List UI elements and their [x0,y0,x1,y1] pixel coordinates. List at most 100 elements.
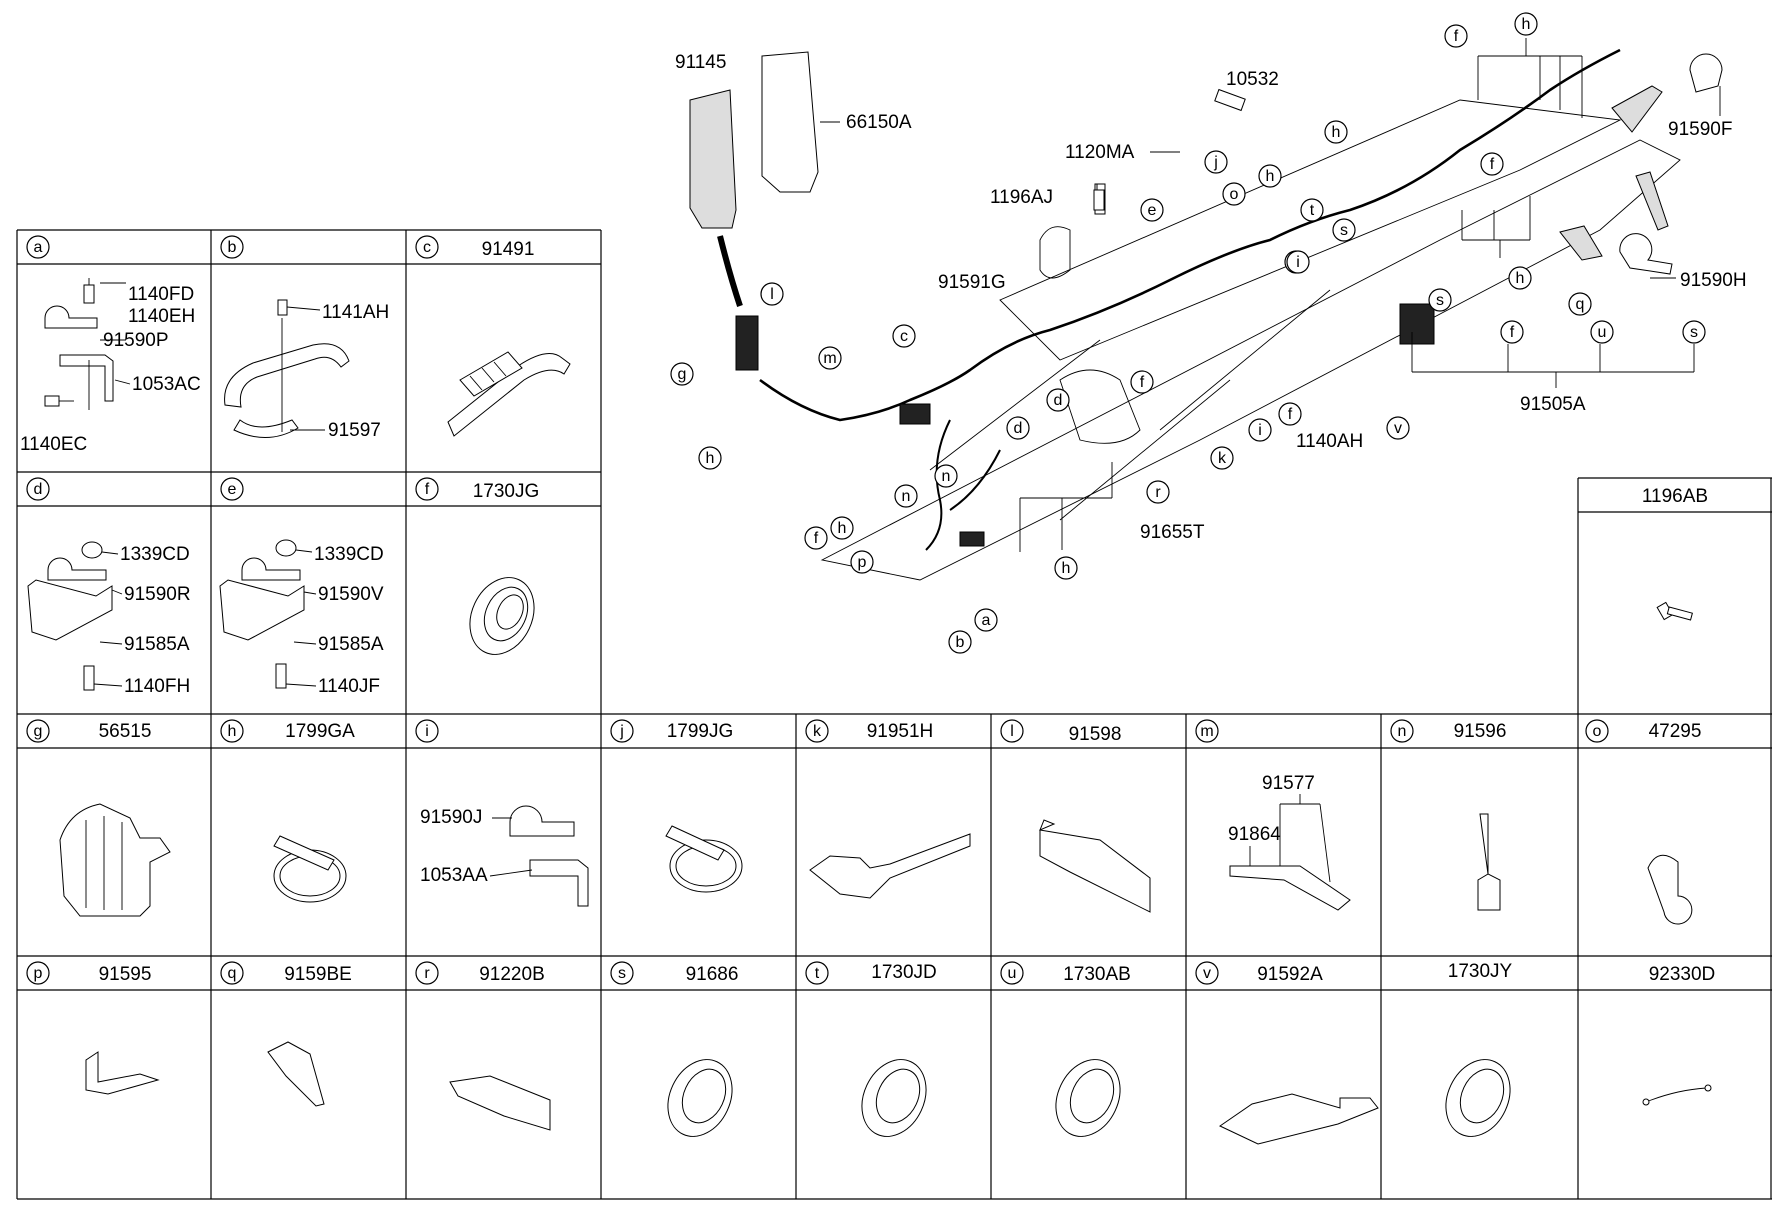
callout-c8: t [1300,198,1324,222]
svg-text:v: v [1203,965,1211,982]
main-callouts: fhhjhoetffsishqfusclgmhddfifkvnnrfhphab [670,12,1706,654]
callout-letter: f [1454,28,1459,45]
callout-letter: h [1266,168,1275,185]
callout-letter: f [1140,374,1145,391]
callout-letter: s [1436,292,1444,309]
svg-text:1140FH: 1140FH [124,676,190,697]
callout-c9: f [1480,152,1504,176]
svg-text:s: s [618,965,626,982]
callout-c2: h [1514,12,1538,36]
svg-text:9159BE: 9159BE [284,964,352,985]
cell-l-bracket [1039,819,1151,913]
callout-letter: h [1516,270,1525,287]
callout-c39: b [948,630,972,654]
svg-text:91595: 91595 [99,964,152,985]
callout-letter: b [956,634,965,651]
callout-letter: d [1014,420,1023,437]
callout-letter: a [982,612,991,629]
cell-i-parts: 91590J 1053AA [420,805,589,907]
svg-text:1799GA: 1799GA [285,721,355,742]
svg-text:91655T: 91655T [1140,522,1205,543]
callout-letter: q [1576,296,1585,313]
svg-text:91505A: 91505A [1520,394,1586,415]
cell-1196ab-bolt [1656,601,1693,621]
callout-c35: h [830,516,854,540]
svg-text:1053AA: 1053AA [420,865,488,886]
callout-c36: p [850,550,874,574]
svg-text:o: o [1593,723,1602,740]
svg-text:1730JY: 1730JY [1448,961,1513,982]
callout-c33: r [1146,480,1170,504]
cell-f-header: f 1730JG [415,477,539,502]
callout-c14: h [1508,266,1532,290]
svg-text:1140EC: 1140EC [20,434,87,455]
callout-letter: g [678,366,687,383]
cell-o-clip [1647,854,1693,925]
svg-text:k: k [813,723,822,740]
callout-letter: e [1148,202,1157,219]
callout-letter: k [1218,450,1227,467]
svg-text:56515: 56515 [99,721,152,742]
callout-letter: m [823,350,836,367]
svg-text:91596: 91596 [1454,721,1507,742]
cell-p-bracket [85,1051,160,1095]
callout-letter: o [1230,186,1239,203]
svg-text:91590V: 91590V [318,584,384,605]
svg-text:91590P: 91590P [103,330,169,351]
svg-text:91597: 91597 [328,420,381,441]
callout-c4: j [1204,150,1228,174]
callout-letter: h [838,520,847,537]
svg-text:i: i [425,723,429,740]
cell-c-parts [447,351,571,437]
callout-letter: u [1598,324,1607,341]
svg-text:1339CD: 1339CD [314,544,384,565]
svg-text:10532: 10532 [1226,69,1279,90]
svg-text:91590F: 91590F [1668,119,1732,140]
callout-c20: l [760,282,784,306]
callout-c15: q [1568,292,1592,316]
svg-text:h: h [228,723,237,740]
svg-text:t: t [815,965,820,982]
callout-c6: o [1222,182,1246,206]
svg-text:91590R: 91590R [124,584,191,605]
svg-text:1140EH: 1140EH [128,306,195,327]
svg-text:66150A: 66150A [846,112,912,133]
callout-c16: f [1500,320,1524,344]
svg-text:1141AH: 1141AH [322,302,389,323]
svg-text:91577: 91577 [1262,773,1315,794]
callout-letter: h [1062,560,1071,577]
row-g-headers: g 56515 h 1799GA i j 1799JG k 91951H l 9… [26,719,1702,745]
callout-letter: s [1690,324,1698,341]
svg-text:f: f [425,481,430,498]
svg-text:91592A: 91592A [1257,964,1323,985]
callout-letter: f [814,530,819,547]
callout-letter: v [1394,420,1402,437]
svg-text:91591G: 91591G [938,272,1006,293]
callout-c28: f [1278,402,1302,426]
callout-c37: h [1054,556,1078,580]
callout-letter: d [1054,392,1063,409]
callout-c24: d [1046,388,1070,412]
callout-letter: f [1490,156,1495,173]
cell-1730jy-grommet [1445,1059,1511,1137]
clamp-91590F [1689,53,1723,93]
callout-c32: n [934,464,958,488]
svg-text:1730AB: 1730AB [1063,964,1131,985]
svg-text:91864: 91864 [1228,824,1281,845]
fuse-box-66150A [761,51,819,193]
callout-c5: h [1258,164,1282,188]
callout-c21: g [670,362,694,386]
svg-text:1730JD: 1730JD [871,962,937,983]
svg-text:91590J: 91590J [420,807,482,828]
cell-a-parts: 1140FD 1140EH 91590P 1053AC 1140EC [20,278,201,455]
svg-text:j: j [619,723,624,740]
svg-text:1140FD: 1140FD [128,284,194,305]
callout-letter: h [706,450,715,467]
svg-text:91220B: 91220B [479,964,545,985]
svg-text:91145: 91145 [675,52,726,73]
svg-text:1196AB: 1196AB [1642,486,1708,507]
svg-text:47295: 47295 [1649,721,1702,742]
svg-text:1799JG: 1799JG [667,721,734,742]
callout-c3: h [1324,120,1348,144]
